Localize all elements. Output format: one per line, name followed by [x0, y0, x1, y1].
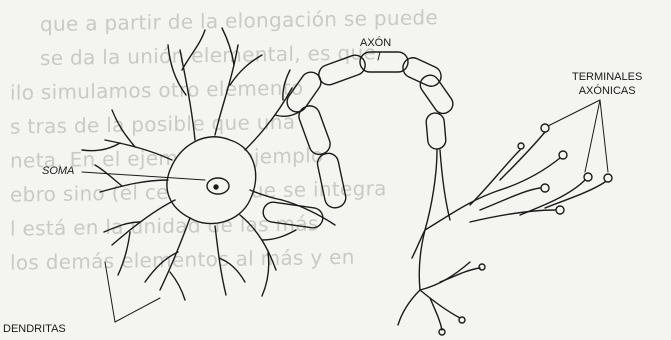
- dendrites-label: DENDRITAS: [3, 323, 66, 335]
- myelin-segment: [316, 152, 348, 210]
- axon-label: AXÓN: [360, 37, 391, 49]
- myelin-segment: [400, 54, 445, 89]
- axon-terminals-label-line1: TERMINALES: [572, 70, 642, 84]
- soma-label: SOMA: [42, 165, 74, 177]
- myelin-segment: [262, 201, 324, 229]
- nucleolus: [214, 185, 218, 189]
- myelin-segment: [417, 72, 457, 117]
- axon: [262, 52, 457, 290]
- pointer-lines: [82, 52, 608, 322]
- myelin-segment: [360, 52, 408, 72]
- axon-terminals-label: TERMINALES AXÓNICAS: [572, 70, 642, 98]
- axon-terminals-label-line2: AXÓNICAS: [572, 84, 642, 98]
- myelin-segment: [425, 112, 446, 149]
- axon-terminals: [398, 124, 612, 335]
